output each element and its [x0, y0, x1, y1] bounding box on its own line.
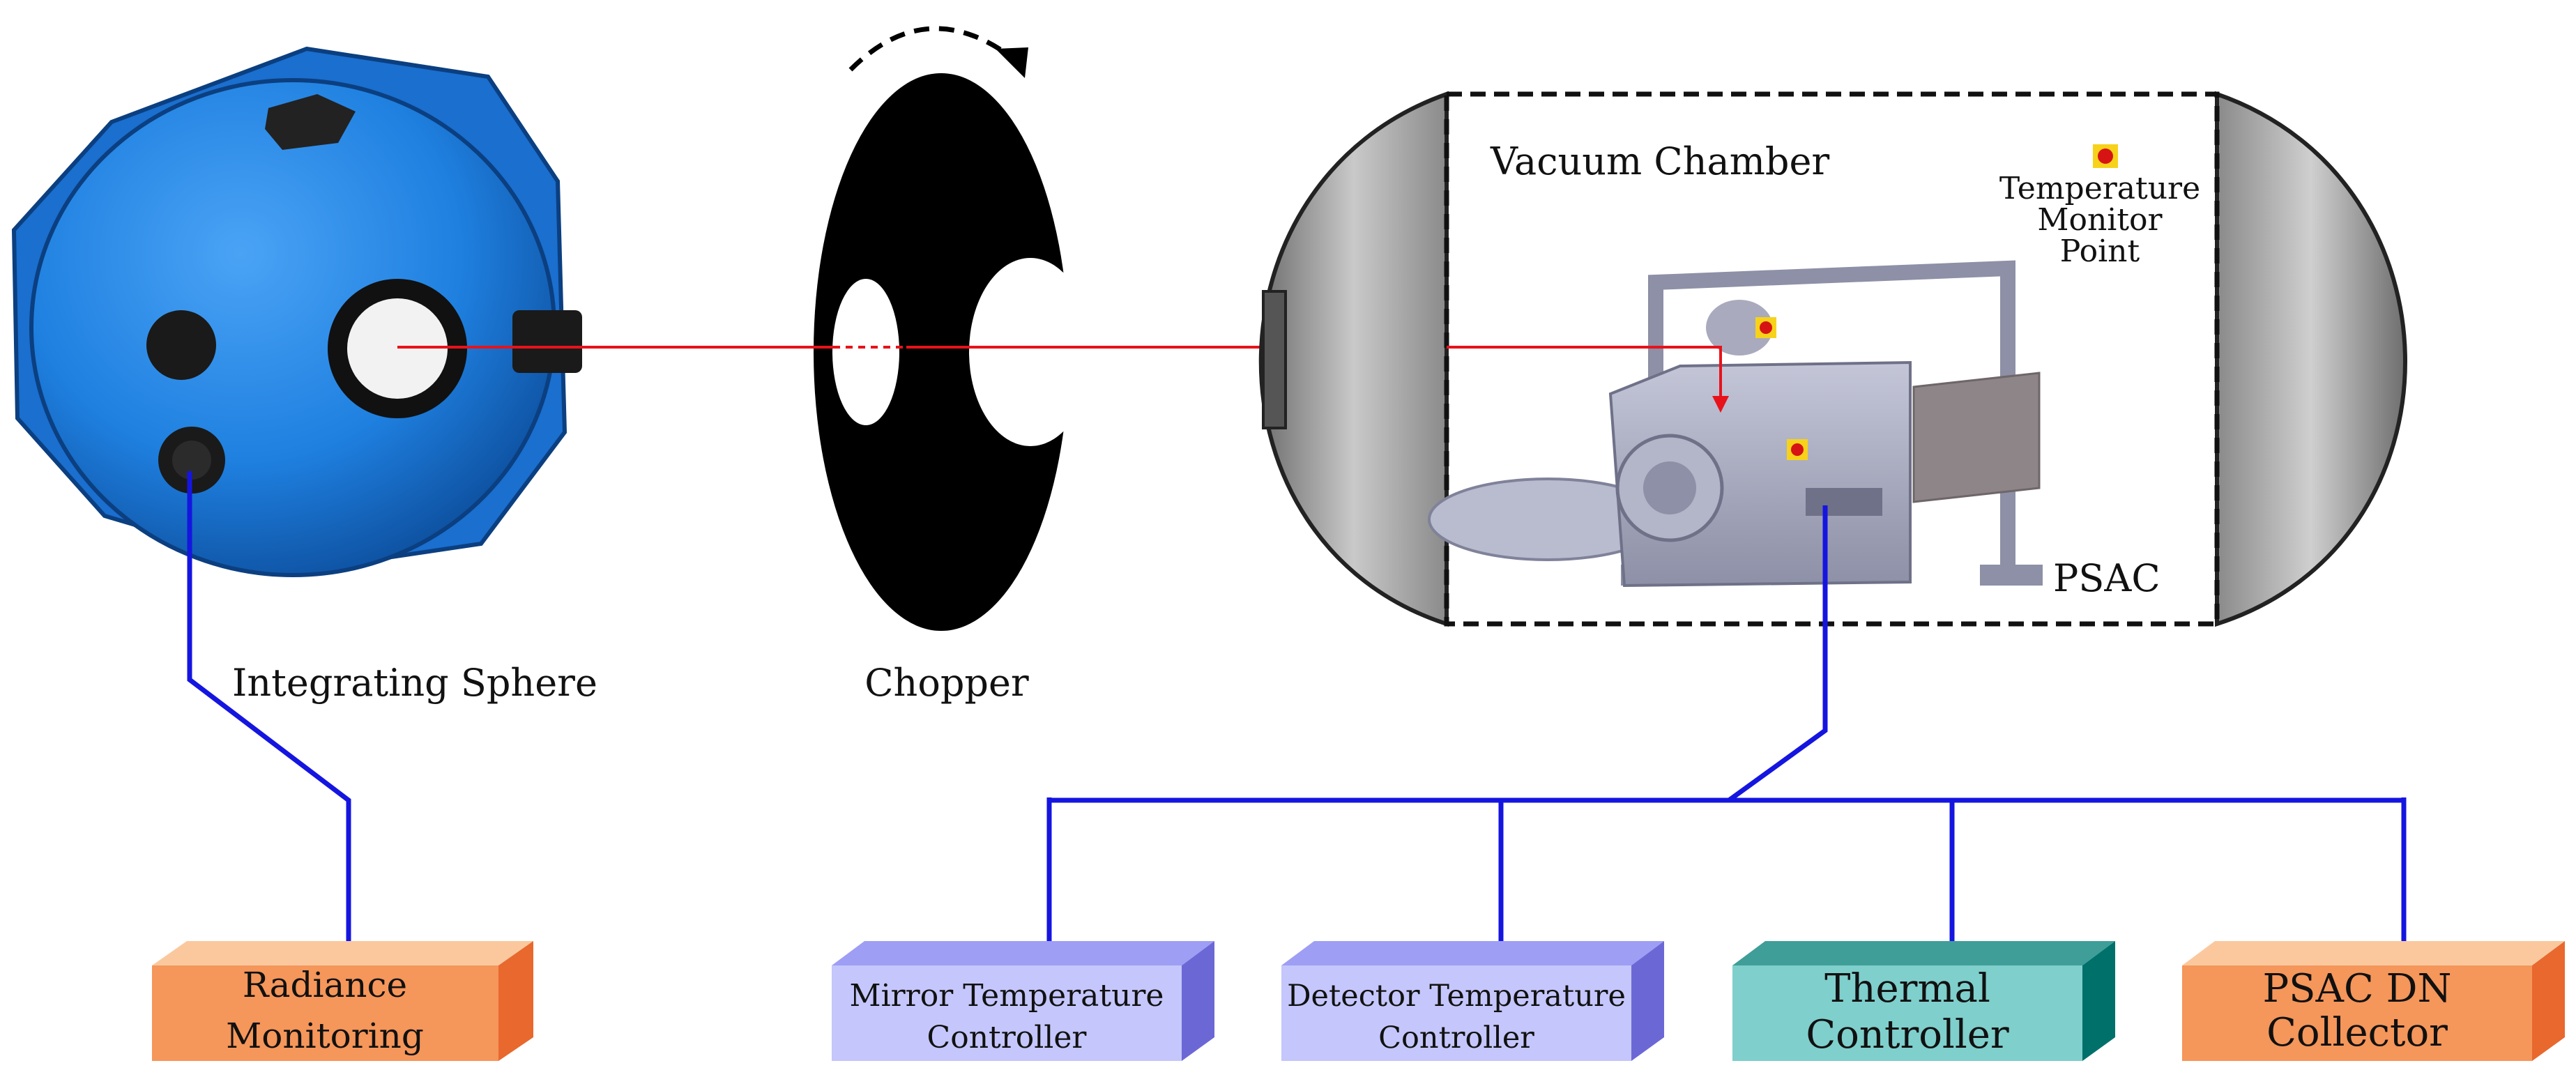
sphere-top-fitting: [265, 94, 356, 150]
temperature-monitor-point-body: [1787, 439, 1808, 460]
label-integrating-sphere: Integrating Sphere: [232, 661, 597, 705]
chamber-window-flange: [1262, 290, 1287, 429]
label-temperature-monitor-line3: Point: [2060, 234, 2140, 269]
box-radiance-line1: Radiance: [243, 965, 407, 1005]
label-temperature-monitor-line2: Monitor: [2037, 202, 2163, 238]
chopper: [814, 26, 1092, 631]
box-thermal-line2: Controller: [1806, 1012, 2009, 1057]
box-mirror-temperature-controller: Mirror Temperature Controller: [832, 941, 1214, 1061]
box-mirror-line2: Controller: [927, 1020, 1088, 1055]
psac-frame-foot: [1980, 565, 2043, 586]
label-psac: PSAC: [2053, 556, 2160, 600]
sphere-knob: [146, 310, 216, 380]
chopper-disc: [814, 73, 1069, 631]
psac-mirror-mount: [1706, 300, 1773, 356]
psac-lens-center: [1643, 461, 1696, 514]
chamber-left-dome: [1258, 91, 1449, 627]
label-chopper: Chopper: [864, 661, 1029, 705]
rotation-arrow: [848, 26, 1016, 72]
psac-connector-block: [1806, 488, 1882, 516]
wire-sphere-to-radiance: [187, 471, 351, 945]
integrating-sphere: [11, 46, 582, 577]
sphere-output-connector: [512, 310, 582, 373]
psac-instrument: [1428, 260, 2043, 588]
chamber-body-outline: [1444, 91, 2220, 627]
box-psac-dn-line2: Collector: [2266, 1010, 2448, 1055]
box-detector-line2: Controller: [1378, 1021, 1534, 1055]
box-radiance-line2: Monitoring: [226, 1016, 424, 1056]
box-psac-dn-line1: PSAC DN: [2262, 966, 2451, 1011]
label-temperature-monitor-line1: Temperature: [1999, 171, 2200, 206]
label-vacuum-chamber: Vacuum Chamber: [1490, 139, 1829, 183]
psac-panel: [1912, 372, 2041, 503]
chopper-hole-right: [969, 258, 1092, 446]
box-mirror-line1: Mirror Temperature: [850, 978, 1164, 1014]
vacuum-chamber: [1258, 91, 2407, 627]
box-detector-temperature-controller: Detector Temperature Controller: [1281, 941, 1664, 1061]
box-psac-dn-collector: PSAC DN Collector: [2182, 941, 2565, 1061]
box-radiance-monitoring: Radiance Monitoring: [152, 941, 533, 1061]
chopper-hole-left: [832, 279, 899, 425]
wire-psac-to-bus: [1727, 505, 1828, 802]
sphere-detector-port-inner: [172, 441, 211, 480]
sphere-body: [29, 78, 556, 577]
box-detector-line1: Detector Temperature: [1287, 979, 1626, 1014]
box-thermal-line1: Thermal: [1824, 966, 1990, 1011]
rotation-arrow-head: [996, 47, 1028, 78]
beam-internal: [1447, 346, 1729, 413]
box-thermal-controller: Thermal Controller: [1732, 941, 2115, 1061]
chamber-right-dome: [2215, 91, 2407, 627]
temperature-monitor-point-mirror: [1755, 317, 1776, 338]
temperature-monitor-point-legend-icon: [2093, 144, 2118, 168]
